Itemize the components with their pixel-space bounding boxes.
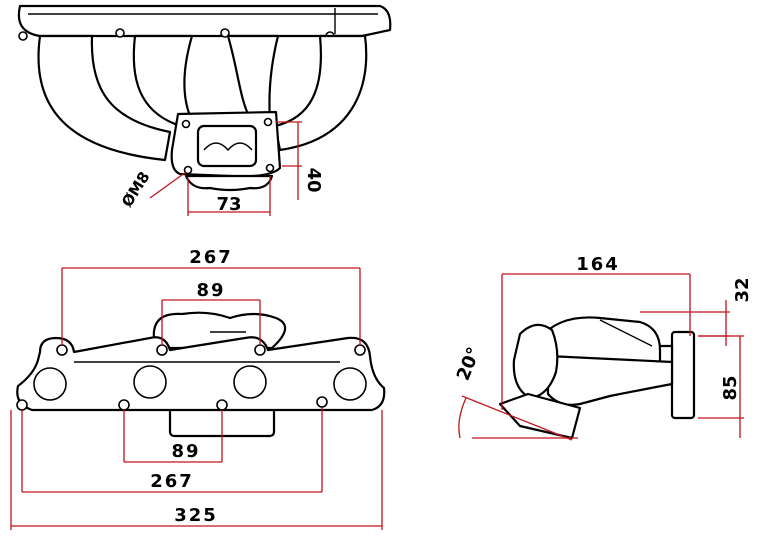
head-flange-side	[498, 392, 582, 440]
turbo-bolt-3	[183, 165, 193, 175]
top-bolt-1	[56, 344, 68, 356]
flange-bolt-top-1	[18, 31, 28, 41]
dim-325-label: 325	[174, 505, 218, 526]
runner-3-top	[226, 34, 280, 122]
runner-2-top	[132, 34, 194, 126]
dim-89-bottom-label: 89	[171, 441, 200, 462]
bottom-bolt-1	[16, 399, 28, 411]
top-bolt-3	[254, 344, 266, 356]
dim-267-bottom-label: 267	[150, 471, 194, 492]
bottom-bolt-2	[118, 399, 130, 411]
collector-bottom-top	[184, 174, 274, 192]
bolt-size-label: ØM8	[118, 168, 153, 210]
flange-bolt-top-3	[220, 28, 230, 38]
dim-89-top-lines	[161, 299, 261, 345]
bolt-leader	[149, 171, 187, 199]
dim-89-bottom-lines	[123, 410, 223, 463]
bottom-bolt-4	[316, 396, 328, 408]
head-flange-front	[16, 336, 386, 412]
collector-bulb-side	[512, 323, 559, 400]
top-view: 73 40 ØM8	[17, 4, 392, 216]
exhaust-port-1	[33, 367, 67, 401]
turbo-flange-side	[670, 330, 696, 420]
dim-angle-lines	[458, 395, 578, 441]
dim-angle-label: 20°	[453, 344, 485, 383]
dim-85-label: 85	[720, 375, 741, 400]
flange-bolt-top-2	[115, 28, 125, 38]
dim-73-label: 73	[216, 194, 241, 215]
runner-side	[546, 354, 674, 406]
top-bolt-4	[354, 344, 366, 356]
exhaust-port-4	[333, 367, 367, 401]
front-view: 267 89 89 267 325	[10, 247, 386, 530]
dim-267-top-lines	[61, 267, 361, 345]
dim-164-lines	[501, 273, 691, 410]
runner-4-top	[273, 34, 368, 152]
dim-267-bottom-lines	[21, 408, 323, 493]
dim-85-lines	[698, 335, 744, 438]
dim-73-lines	[187, 176, 271, 216]
exhaust-port-3	[233, 365, 267, 399]
dim-267-top-label: 267	[189, 247, 233, 268]
side-contour-line	[599, 319, 653, 347]
top-bolt-2	[156, 344, 168, 356]
turbo-bolt-1	[181, 119, 191, 129]
turbo-bolt-2	[263, 117, 273, 127]
dim-40-lines	[276, 121, 302, 200]
runner-1-top	[37, 34, 172, 162]
dim-325-lines	[10, 410, 383, 530]
dim-89-top-label: 89	[196, 280, 225, 301]
bottom-bolt-3	[216, 399, 228, 411]
turbo-bolt-4	[265, 163, 275, 173]
side-view: 164 32 85 20°	[453, 254, 753, 441]
turbo-port	[196, 124, 258, 168]
dim-32-label: 32	[732, 277, 753, 302]
exhaust-port-2	[133, 365, 167, 399]
dim-164-label: 164	[576, 254, 620, 275]
dim-40-label: 40	[303, 167, 324, 192]
port-divider	[203, 142, 253, 152]
